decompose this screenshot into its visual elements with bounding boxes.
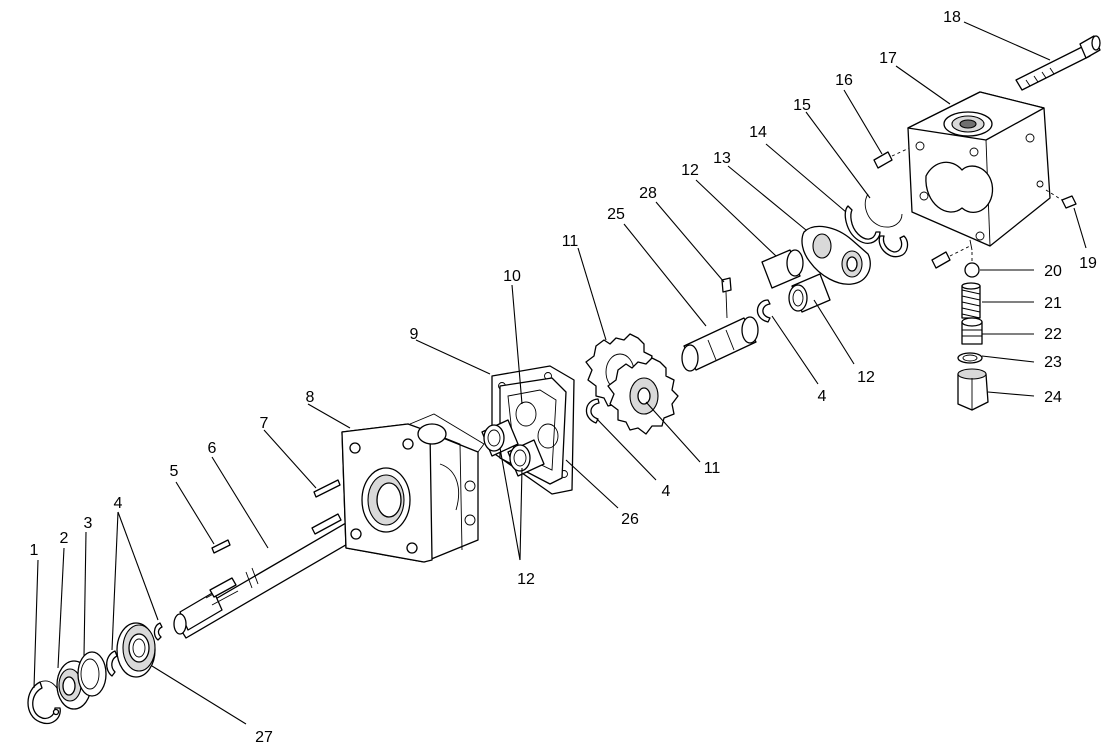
part-gear-front xyxy=(607,357,679,435)
callout-23: 23 xyxy=(1044,354,1062,371)
part-backup-ring xyxy=(864,193,903,228)
callout-12-lower: 12 xyxy=(857,369,875,386)
callout-2: 2 xyxy=(60,530,69,547)
part-key-long xyxy=(313,479,341,498)
callout-11-lower: 11 xyxy=(704,460,721,477)
part-snap-ring-rear xyxy=(756,299,771,323)
callout-19: 19 xyxy=(1079,255,1097,272)
callout-17: 17 xyxy=(879,50,897,67)
part-spring xyxy=(961,282,981,319)
callout-1: 1 xyxy=(30,542,39,559)
callout-12-plate: 12 xyxy=(517,571,535,588)
callout-20: 20 xyxy=(1044,263,1062,280)
leader-lines xyxy=(33,21,1087,725)
callout-15: 15 xyxy=(793,97,811,114)
part-front-housing xyxy=(341,413,485,563)
callout-24: 24 xyxy=(1044,389,1062,406)
callout-4-rear: 4 xyxy=(818,388,827,405)
part-rear-wear-plate xyxy=(801,225,871,285)
callout-26: 26 xyxy=(621,511,639,528)
callout-4-gear: 4 xyxy=(662,483,671,500)
part-pin xyxy=(721,277,732,319)
callout-21: 21 xyxy=(1044,295,1062,312)
callout-8: 8 xyxy=(306,389,315,406)
callout-16: 16 xyxy=(835,72,853,89)
callout-18: 18 xyxy=(943,9,961,26)
callout-27: 27 xyxy=(255,729,273,746)
callout-12-upper: 12 xyxy=(681,162,699,179)
part-gear-shaft xyxy=(681,316,759,372)
part-bolt xyxy=(1015,35,1101,91)
callout-7: 7 xyxy=(260,415,269,432)
part-snap-ring-shaft xyxy=(153,622,163,641)
callout-25: 25 xyxy=(607,206,625,223)
part-snap-ring-gear xyxy=(585,398,600,424)
part-poppet xyxy=(961,317,983,345)
part-plug xyxy=(1045,189,1077,209)
part-drive-shaft xyxy=(173,501,393,639)
part-washer xyxy=(77,651,107,697)
callout-13: 13 xyxy=(713,150,731,167)
part-key-small xyxy=(211,539,231,554)
callout-28: 28 xyxy=(639,185,657,202)
part-bushing-plate-upper xyxy=(481,419,519,457)
callout-labels: 1 2 3 4 4 4 5 6 7 8 9 10 11 11 12 12 12 … xyxy=(30,9,1097,746)
part-hex-plug xyxy=(957,368,989,411)
part-bushing-rear-upper xyxy=(761,249,804,289)
part-ball xyxy=(964,252,980,278)
part-seal xyxy=(844,205,909,258)
part-dowel-pin-upper xyxy=(873,143,919,169)
callout-11-upper: 11 xyxy=(562,233,579,250)
part-bearing xyxy=(116,622,156,678)
callout-9: 9 xyxy=(410,326,419,343)
part-bushing-rear-lower xyxy=(788,273,831,313)
callout-22: 22 xyxy=(1044,326,1062,343)
part-retaining-ring xyxy=(27,680,61,724)
callout-6: 6 xyxy=(208,440,217,457)
callout-5: 5 xyxy=(170,463,179,480)
part-dowel-pin-lower xyxy=(931,245,971,269)
callout-3: 3 xyxy=(84,515,93,532)
callout-4-front: 4 xyxy=(114,495,123,512)
part-snap-ring-front xyxy=(106,650,118,677)
part-o-ring xyxy=(957,352,983,364)
part-bushing-plate-lower xyxy=(507,439,545,477)
callout-14: 14 xyxy=(749,124,767,141)
part-rear-housing xyxy=(907,91,1051,251)
callout-10: 10 xyxy=(503,268,521,285)
